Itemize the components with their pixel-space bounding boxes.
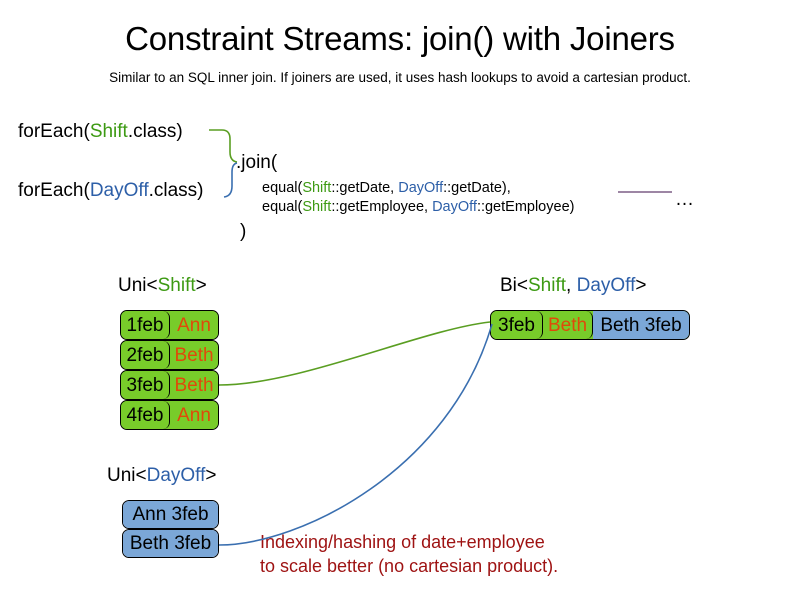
- join-arg-date-left-method: ::getDate,: [331, 180, 399, 196]
- code-join-close: ): [240, 221, 247, 242]
- bi-fact-shift-date: 3feb: [491, 311, 543, 339]
- uni-shift-type: Shift: [157, 275, 196, 296]
- shift-fact-date: 1feb: [121, 311, 170, 339]
- join-arg-employee-right-method: ::getEmployee): [476, 199, 575, 215]
- page-title: Constraint Streams: join() with Joiners: [125, 20, 675, 57]
- bi-separator: ,: [566, 275, 577, 296]
- foreach-shift-suffix: .class): [127, 121, 183, 142]
- bi-type-b: DayOff: [576, 275, 636, 296]
- uni-shift-prefix: Uni<: [118, 275, 158, 296]
- page-subtitle: Similar to an SQL inner join. If joiners…: [109, 70, 691, 85]
- bi-fact-dayoff-text: Beth 3feb: [593, 311, 689, 339]
- connector-shift-fact-to-bi: [218, 321, 491, 386]
- join-arg-employee-prefix: equal(: [262, 199, 303, 215]
- annotation-line-1: Indexing/hashing of date+employee: [260, 532, 545, 552]
- uni-dayoff-suffix: >: [205, 465, 217, 486]
- join-arg-date-right-type: DayOff: [398, 180, 444, 196]
- uni-dayoff-type: DayOff: [146, 465, 206, 486]
- label-uni-shift: Uni<Shift>: [118, 275, 207, 297]
- connector-dayoff-fact-to-bi: [218, 323, 493, 546]
- join-arg-employee-left-method: ::getEmployee,: [331, 199, 433, 215]
- code-join-arg-date: equal(Shift::getDate, DayOff::getDate),: [262, 180, 511, 196]
- bi-prefix: Bi<: [500, 275, 528, 296]
- code-join-open: .join(: [236, 152, 278, 173]
- uni-shift-suffix: >: [195, 275, 207, 296]
- foreach-dayoff-suffix: .class): [148, 180, 204, 201]
- uni-dayoff-prefix: Uni<: [107, 465, 147, 486]
- join-arg-employee-left-type: Shift: [302, 199, 332, 215]
- join-arg-date-prefix: equal(: [262, 180, 303, 196]
- foreach-dayoff-prefix: forEach(: [18, 180, 90, 201]
- foreach-shift-type: Shift: [89, 121, 128, 142]
- dayoff-fact-text: Ann 3feb: [123, 501, 218, 528]
- join-arg-date-left-type: Shift: [302, 180, 332, 196]
- foreach-dayoff-type: DayOff: [89, 180, 149, 201]
- bi-suffix: >: [635, 275, 647, 296]
- connector-shift-to-join: [209, 129, 238, 163]
- dayoff-fact-text: Beth 3feb: [123, 530, 218, 557]
- label-bi-shift-dayoff: Bi<Shift, DayOff>: [500, 275, 646, 297]
- join-arg-employee-right-type: DayOff: [432, 199, 477, 215]
- continuation-ellipsis: …: [675, 189, 695, 210]
- join-arg-date-right-method: ::getDate),: [443, 180, 511, 196]
- shift-fact-date: 2feb: [121, 341, 170, 369]
- annotation-line-2: to scale better (no cartesian product).: [260, 555, 559, 576]
- shift-fact-date: 4feb: [121, 401, 170, 429]
- shift-fact-employee: Beth: [170, 341, 218, 369]
- shift-fact-row[interactable]: 4feb Ann: [120, 400, 219, 430]
- dayoff-fact-row[interactable]: Ann 3feb: [122, 500, 219, 529]
- bi-type-a: Shift: [528, 275, 567, 296]
- code-join-arg-employee: equal(Shift::getEmployee, DayOff::getEmp…: [262, 199, 574, 215]
- shift-fact-date: 3feb: [121, 371, 170, 399]
- shift-fact-employee: Beth: [170, 371, 218, 399]
- code-foreach-shift: forEach(Shift.class): [18, 121, 183, 143]
- dayoff-fact-row[interactable]: Beth 3feb: [122, 529, 219, 558]
- shift-fact-row[interactable]: 1feb Ann: [120, 310, 219, 340]
- shift-fact-employee: Ann: [170, 311, 218, 339]
- foreach-shift-prefix: forEach(: [18, 121, 90, 142]
- shift-fact-row[interactable]: 3feb Beth: [120, 370, 219, 400]
- annotation-note: Indexing/hashing of date+employee to sca…: [260, 531, 558, 579]
- bi-fact-row[interactable]: 3feb Beth Beth 3feb: [490, 310, 690, 340]
- label-uni-dayoff: Uni<DayOff>: [107, 465, 217, 487]
- shift-fact-employee: Ann: [170, 401, 218, 429]
- shift-fact-row[interactable]: 2feb Beth: [120, 340, 219, 370]
- code-foreach-dayoff: forEach(DayOff.class): [18, 180, 204, 202]
- bi-fact-shift-employee: Beth: [543, 311, 593, 339]
